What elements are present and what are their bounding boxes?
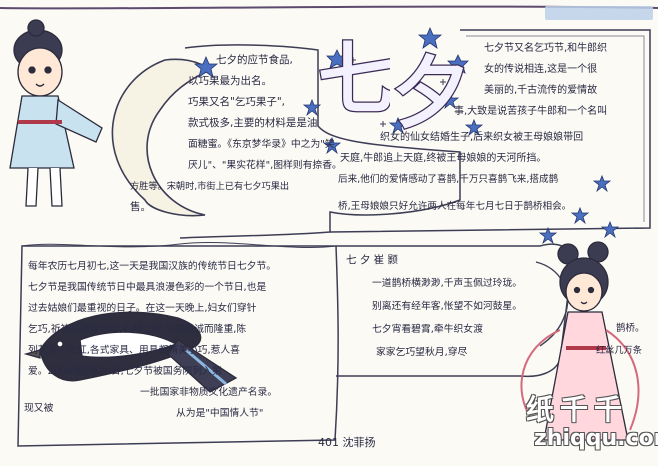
star-icon bbox=[193, 55, 219, 78]
history-line: 列花果、女红,各式家具、用具都精美小巧,惹人喜 bbox=[28, 345, 240, 356]
sparkle-icon bbox=[350, 57, 356, 63]
star-icon bbox=[388, 116, 408, 135]
zhinu-eye bbox=[573, 286, 581, 294]
history-line: 七夕节是我国传统节日中最具浪漫色彩的一个节日,也是 bbox=[28, 282, 267, 293]
zhinu-face bbox=[565, 272, 603, 312]
history-line: 爱。2006年5月20日,七夕节被国务院列入第 bbox=[28, 366, 222, 377]
niulang-face bbox=[17, 47, 63, 97]
title-char-qi: 七 bbox=[318, 33, 390, 123]
niulang-figure bbox=[9, 19, 103, 207]
history-line: 过去姑娘们最重视的日子。在这一天晚上,妇女们穿针 bbox=[28, 303, 257, 314]
star-icon bbox=[538, 226, 558, 245]
magpie-figure bbox=[23, 311, 238, 393]
magpie-beak bbox=[23, 349, 41, 359]
legend-line: 桥,王母娘娘只好允许两人在每年七月七日于鹊桥相会。 bbox=[338, 201, 572, 212]
poem-line: 红丝几万条 bbox=[596, 345, 642, 356]
title-char-xi: 夕 bbox=[392, 47, 471, 138]
poem-heading: 七 夕 崔 颢 bbox=[346, 254, 399, 266]
niulang-mouth bbox=[35, 83, 45, 87]
star-group bbox=[193, 26, 620, 245]
star-icon bbox=[592, 174, 612, 193]
author-label: 401 沈菲扬 bbox=[318, 436, 376, 449]
food-line: 七夕的应节食品, bbox=[216, 54, 293, 66]
star-icon bbox=[322, 136, 342, 155]
history-line: 每年农历七月初七,这一天是我国汉族的传统节日七夕节。 bbox=[28, 261, 277, 272]
niulang-sleeve bbox=[55, 98, 103, 143]
history-line: 现又被 bbox=[24, 403, 54, 414]
zhinu-eye bbox=[587, 286, 595, 294]
top-watermark-bar bbox=[545, 6, 653, 20]
food-line: 巧果又名"乞巧果子", bbox=[188, 96, 285, 108]
history-line: 乞巧,祈祷福禄寿活动,礼拜七姐,仪式虔诚而隆重,陈 bbox=[28, 324, 247, 335]
poem-scroll-roll bbox=[535, 261, 569, 347]
sparkle-group bbox=[350, 57, 446, 127]
poem-line: 鹊桥。 bbox=[616, 323, 645, 334]
food-line: 款式极多,主要的材料是是油 bbox=[188, 117, 318, 129]
star-icon bbox=[417, 26, 443, 49]
zhinu-sash bbox=[605, 329, 640, 431]
star-icon bbox=[302, 98, 322, 117]
food-line: 售。 bbox=[130, 201, 151, 213]
history-box-frame bbox=[17, 245, 339, 447]
zhinu-mouth bbox=[580, 301, 588, 305]
footer-url: zhiqqu.com bbox=[534, 426, 658, 451]
svg-text:夕: 夕 bbox=[392, 48, 470, 138]
legend-box-frame bbox=[329, 29, 651, 233]
footer-watermark: 纸千千 bbox=[526, 388, 628, 428]
history-box-wave bbox=[21, 242, 337, 248]
legend-box-inner bbox=[466, 35, 645, 222]
star-icon bbox=[570, 206, 590, 225]
poem-line: 家家乞巧望秋月,穿尽 bbox=[376, 347, 468, 358]
legend-line: 美丽的,千古流传的爱情故 bbox=[484, 85, 598, 96]
history-line: 从为是"中国情人节" bbox=[176, 408, 264, 419]
footer-brand: 纸千千 bbox=[526, 393, 629, 426]
svg-text:七: 七 bbox=[318, 34, 390, 123]
food-scroll-frame bbox=[179, 44, 461, 239]
poem-line: 七夕宵看碧霄,牵牛织女渡 bbox=[372, 324, 483, 335]
star-icon bbox=[600, 220, 620, 239]
niulang-eye bbox=[28, 66, 36, 74]
legend-line: 后来,他们的爱情感动了喜鹊,千万只喜鹊飞来,搭成鹊 bbox=[338, 174, 559, 185]
niulang-topknot bbox=[27, 19, 45, 37]
legend-line: 事,大致是说苦孩子牛郎和一个名叫 bbox=[454, 106, 608, 117]
legend-line: 天庭,牛郎追上天庭,终被王母娘娘的天河所挡。 bbox=[340, 153, 547, 164]
niulang-leg bbox=[49, 167, 63, 207]
food-line: 方胜等。宋朝时,市街上已有七夕巧果出 bbox=[130, 181, 290, 192]
sparkle-icon bbox=[440, 79, 446, 85]
star-icon bbox=[326, 49, 348, 69]
legend-line: 女的传说相连,这是一个很 bbox=[484, 64, 598, 75]
poem-line: 别离还有经年客,怅望不如河鼓星。 bbox=[372, 301, 523, 312]
zhinu-dress bbox=[543, 311, 629, 441]
zhinu-sash bbox=[520, 329, 561, 421]
legend-line: 织女的仙女结婚生子,后来织女被王母娘娘带回 bbox=[380, 132, 584, 143]
magpie-tail-band bbox=[185, 348, 227, 386]
legend-line: 七夕节又名乞巧节,和牛郎织 bbox=[484, 43, 608, 54]
food-line: 厌儿"、"果实花样",图样则有捺香。 bbox=[188, 160, 342, 171]
food-line: 以巧果最为出名。 bbox=[188, 75, 272, 87]
niulang-leg bbox=[25, 167, 39, 207]
sparkle-icon bbox=[380, 121, 386, 127]
magpie-eye bbox=[56, 340, 64, 348]
star-icon bbox=[447, 54, 469, 74]
history-line: 一批国家非物质文化遗产名录。 bbox=[140, 387, 278, 398]
food-line: 面糖蜜。《东京梦华录》中之为"笑 bbox=[188, 139, 335, 150]
star-icon bbox=[464, 118, 484, 137]
niulang-eye bbox=[44, 66, 52, 74]
poem-line: 一道鹊桥横渺渺,千声玉佩过玲珑。 bbox=[372, 278, 523, 289]
star-icon bbox=[440, 91, 460, 110]
zhinu-figure bbox=[520, 241, 640, 441]
